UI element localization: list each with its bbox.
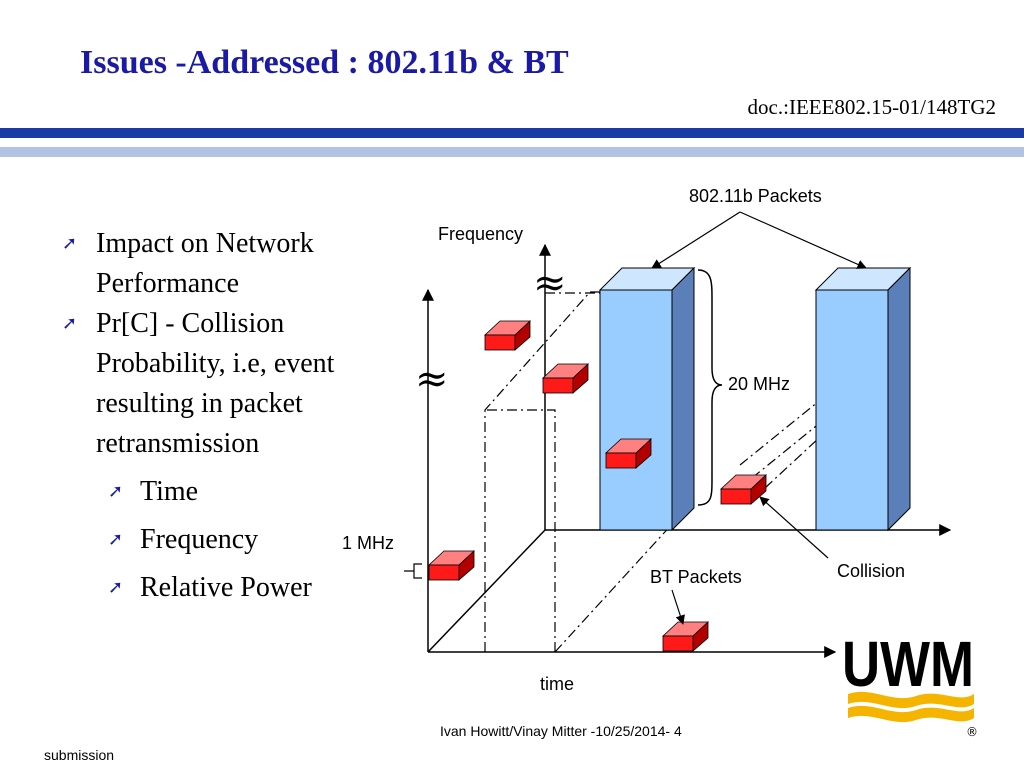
bullet-list: ➚ Impact on Network Performance ➚ Pr[C] - … (62, 224, 402, 608)
arrow-80211b-left (651, 211, 741, 269)
narrowband-bracket (404, 563, 422, 579)
arrow-bullet-icon: ➚ (108, 529, 124, 550)
uwm-logo: UWM ® (842, 632, 978, 739)
axis-break-front: ≈ (415, 356, 449, 402)
label-bt-packets: BT Packets (650, 567, 742, 587)
document-id: doc.:IEEE802.15-01/148TG2 (747, 95, 996, 119)
arrow-bullet-icon: ➚ (62, 233, 78, 254)
projection-line-diagonal (554, 509, 686, 653)
collision-track-a (739, 379, 846, 466)
bt-packet-front-left (427, 550, 476, 581)
arrow-bullet-icon: ➚ (108, 481, 124, 502)
header-divider-light (0, 147, 1024, 157)
wifi-packet-2 (814, 266, 912, 532)
arrow-bt-packets (671, 589, 685, 625)
label-1mhz: 1 MHz (342, 533, 394, 553)
footer-submission: submission (44, 747, 115, 763)
wifi-packet-1 (598, 266, 696, 532)
bt-packet-front-bottom (661, 621, 710, 652)
collision-track-b (751, 391, 859, 479)
label-frequency: Frequency (438, 224, 523, 244)
bullet-text: Impact on Network Performance (96, 228, 314, 299)
bullet-text: Pr[C] - Collision Probability, i.e, even… (96, 308, 335, 459)
label-time: time (540, 674, 574, 694)
bandwidth-brace (697, 269, 723, 506)
bullet-time: ➚ Time (62, 472, 402, 512)
arrow-bullet-icon: ➚ (62, 313, 78, 334)
bt-packet-1 (483, 320, 532, 351)
bullet-text: Frequency (140, 524, 259, 555)
bullet-text: Relative Power (140, 572, 312, 603)
bullet-text: Time (140, 476, 199, 507)
bullet-impact: ➚ Impact on Network Performance (62, 224, 402, 304)
registered-mark: ® (966, 725, 978, 739)
label-20mhz: 20 MHz (728, 374, 790, 394)
arrow-bullet-icon: ➚ (108, 577, 124, 598)
logo-wordmark: UWM (842, 632, 974, 700)
label-80211b-packets: 802.11b Packets (689, 186, 822, 206)
logo-wave (848, 705, 974, 723)
bullet-collision-probability: ➚ Pr[C] - Collision Probability, i.e, eve… (62, 304, 402, 464)
projection-line-lower (485, 409, 556, 652)
label-collision: Collision (837, 561, 905, 581)
bullet-relative-power: ➚ Relative Power (62, 568, 402, 608)
header-divider-dark (0, 128, 1024, 138)
bt-packet-2 (541, 363, 590, 394)
slide-title: Issues -Addressed : 802.11b & BT (80, 44, 569, 81)
arrow-collision (759, 496, 829, 559)
bt-packet-collision (719, 474, 768, 505)
arrow-80211b-right (739, 211, 867, 269)
bt-packet-3 (604, 438, 653, 469)
bullet-frequency: ➚ Frequency (62, 520, 402, 560)
axis-break-frequency: ≈ (533, 260, 567, 306)
callout-arrows (651, 211, 867, 625)
footer-author-date: Ivan Howitt/Vinay Mitter -10/25/2014- 4 (440, 723, 682, 739)
depth-axis (427, 529, 546, 653)
logo-wave (848, 691, 974, 709)
